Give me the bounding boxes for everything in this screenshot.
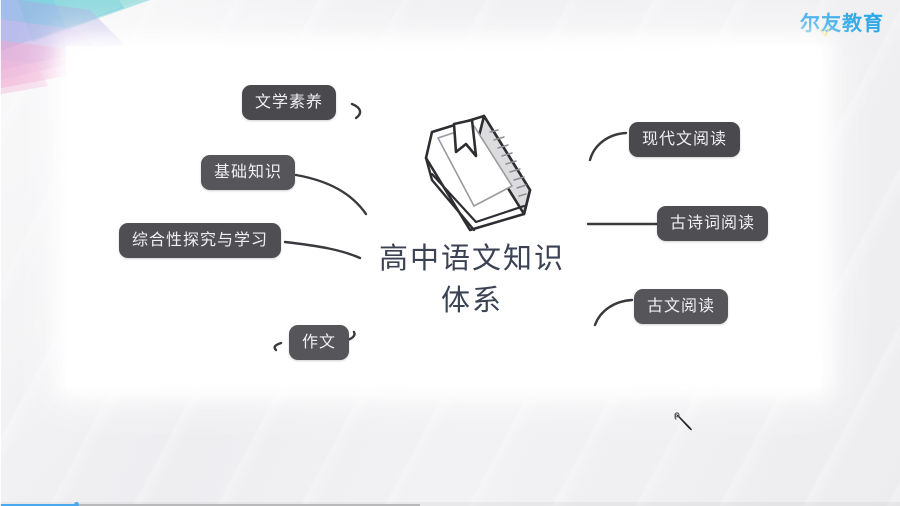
- slide-canvas: [66, 46, 822, 388]
- pen-cursor: [674, 412, 692, 431]
- progress-handle[interactable]: [74, 502, 79, 506]
- logo-text: 尔友教育: [800, 11, 884, 35]
- node-label: 现代文阅读: [642, 129, 728, 148]
- progress-elapsed: [0, 504, 78, 506]
- left-edge-highlight: [0, 0, 1, 506]
- mindmap-node-classical-poetry-reading[interactable]: 古诗词阅读: [657, 206, 769, 241]
- mindmap-node-modern-text-reading[interactable]: 现代文阅读: [629, 122, 741, 157]
- check-mark-icon: [819, 26, 831, 37]
- book-illustration-icon: [424, 114, 532, 232]
- page-title: 高中语文知识 体系: [352, 237, 592, 321]
- brand-logo: 尔友教育: [800, 10, 884, 37]
- node-label: 作文: [302, 332, 337, 351]
- page-title-line-2: 体系: [440, 283, 503, 318]
- progress-track[interactable]: [0, 504, 420, 506]
- node-label: 文学素养: [255, 92, 324, 111]
- node-label: 基础知识: [214, 162, 283, 181]
- mindmap-node-composition[interactable]: 作文: [289, 325, 350, 360]
- node-label: 综合性探究与学习: [132, 230, 269, 249]
- node-label: 古文阅读: [647, 296, 716, 315]
- mindmap-node-basic-knowledge[interactable]: 基础知识: [201, 155, 296, 190]
- playback-progress-bar[interactable]: [0, 502, 900, 506]
- mindmap-node-literary-literacy[interactable]: 文学素养: [242, 85, 337, 120]
- node-label: 古诗词阅读: [670, 213, 756, 232]
- mindmap-node-comprehensive-inquiry[interactable]: 综合性探究与学习: [119, 223, 282, 258]
- page-title-line-1: 高中语文知识: [378, 241, 565, 275]
- mindmap-node-classical-prose-reading[interactable]: 古文阅读: [634, 289, 729, 324]
